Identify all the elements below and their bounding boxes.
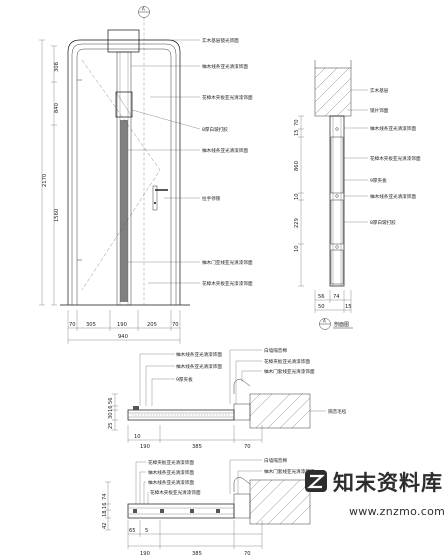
svg-text:柚木线条亚光清漆饰面: 柚木线条亚光清漆饰面 [370, 193, 416, 200]
svg-text:柚木线条亚光清漆饰面: 柚木线条亚光清漆饰面 [176, 351, 222, 358]
door-handle-plate [152, 185, 158, 211]
svg-text:5: 5 [145, 528, 148, 534]
svg-text:15: 15 [294, 129, 300, 136]
svg-text:柚木线条亚光清漆饰面: 柚木线条亚光清漆饰面 [148, 469, 194, 476]
hdim-70-left: 70 [69, 322, 76, 328]
svg-text:190: 190 [140, 444, 150, 450]
door-section-body [329, 115, 345, 287]
svg-text:花樟木夹板亚光清漆饰面: 花樟木夹板亚光清漆饰面 [370, 155, 421, 162]
svg-text:白墙隔音棉: 白墙隔音棉 [264, 457, 287, 464]
svg-text:70: 70 [244, 551, 251, 557]
door-frame-outer [67, 39, 181, 305]
section-title: 剖面图 [334, 321, 349, 328]
svg-text:8厚白玻打胶: 8厚白玻打胶 [370, 219, 396, 226]
svg-text:70: 70 [244, 444, 251, 450]
elev-callout-4: 8厚白玻打胶 [202, 126, 228, 133]
svg-text:229: 229 [294, 218, 300, 228]
dim-2170: 2170 [42, 174, 48, 187]
section-marker-label: A [142, 7, 146, 13]
hdim-70-right: 70 [172, 322, 179, 328]
svg-text:10: 10 [134, 434, 141, 440]
svg-text:实木基层: 实木基层 [370, 87, 389, 94]
wall-label: 隔音毛毡 [328, 408, 347, 415]
elev-callout-5: 柚木线条亚光清漆饰面 [202, 147, 248, 154]
svg-text:70: 70 [294, 119, 300, 126]
svg-text:柚木线条亚光清漆饰面: 柚木线条亚光清漆饰面 [176, 363, 222, 370]
wall-block-upper [249, 393, 311, 429]
dim-1560: 1560 [54, 209, 60, 222]
watermark-brand: 知末资料库 [333, 471, 443, 495]
svg-text:白墙隔音棉: 白墙隔音棉 [264, 347, 287, 354]
door-elevation: A 308 840 1560 [39, 6, 253, 344]
svg-text:18: 18 [102, 510, 108, 517]
svg-text:16: 16 [102, 502, 108, 509]
svg-text:花樟木夹板亚光清漆饰面: 花樟木夹板亚光清漆饰面 [150, 489, 201, 496]
elev-callout-1: 实木基层镜光饰面 [202, 37, 239, 44]
svg-text:385: 385 [192, 551, 202, 557]
svg-text:385: 385 [192, 444, 202, 450]
svg-text:镜片饰面: 镜片饰面 [370, 107, 389, 114]
watermark-url: www.znzmo.com [349, 505, 445, 518]
elev-callout-3: 花樟木夹板亚光清漆饰面 [202, 94, 253, 101]
svg-text:74: 74 [333, 294, 340, 300]
dim-308: 308 [54, 62, 60, 72]
svg-text:10: 10 [294, 193, 300, 200]
svg-text:25: 25 [108, 422, 114, 429]
svg-text:柚木门套线亚光清漆饰面: 柚木门套线亚光清漆饰面 [264, 468, 315, 475]
svg-text:16: 16 [108, 405, 114, 412]
svg-text:柚木门套线亚光清漆饰面: 柚木门套线亚光清漆饰面 [264, 368, 315, 375]
svg-text:花樟夹板亚光清漆饰面: 花樟夹板亚光清漆饰面 [148, 459, 194, 466]
door-vision-panel [115, 91, 133, 118]
svg-text:9厚夹板: 9厚夹板 [370, 177, 387, 184]
watermark: 知末资料库 www.znzmo.com [305, 470, 445, 518]
svg-text:柚木线条亚光清漆饰面: 柚木线条亚光清漆饰面 [370, 125, 416, 132]
svg-text:10: 10 [294, 245, 300, 252]
dim-840: 840 [54, 103, 60, 113]
svg-text:A: A [323, 319, 327, 325]
hdim-190: 190 [117, 322, 127, 328]
svg-text:56: 56 [318, 294, 325, 300]
hdim-205: 205 [147, 322, 157, 328]
svg-text:花樟夹板亚光清漆饰面: 花樟夹板亚光清漆饰面 [264, 358, 310, 365]
svg-text:74: 74 [102, 493, 108, 500]
plan-detail-lower: 花樟夹板亚光清漆饰面 柚木线条亚光清漆饰面 柚木线条亚光清漆饰面 花樟木夹板亚光… [102, 457, 315, 557]
wall-block-lower [249, 479, 311, 525]
svg-text:柚木线条亚光清漆饰面: 柚木线条亚光清漆饰面 [148, 479, 194, 486]
top-block [107, 29, 140, 53]
svg-text:56: 56 [108, 397, 114, 404]
door-swing-line [81, 59, 161, 291]
svg-text:190: 190 [140, 551, 150, 557]
svg-text:860: 860 [294, 161, 300, 171]
teak-strip [120, 120, 128, 302]
svg-text:50: 50 [318, 304, 325, 310]
svg-text:9厚夹板: 9厚夹板 [176, 376, 193, 383]
svg-text:15: 15 [345, 304, 352, 310]
section-detail-a: A 剖面图 70 15 860 10 229 10 56 74 50 15 [294, 60, 421, 330]
elev-callout-8: 花樟木夹板亚光漆漆饰面 [202, 280, 253, 287]
svg-text:42: 42 [102, 522, 108, 529]
svg-text:30: 30 [108, 412, 114, 419]
hdim-total-940: 940 [118, 334, 128, 340]
hdim-305: 305 [86, 322, 96, 328]
svg-text:65: 65 [129, 528, 136, 534]
elev-callout-7: 柚木门亚线亚光清漆饰面 [202, 259, 253, 266]
plan-detail-upper: 柚木线条亚光清漆饰面 柚木线条亚光清漆饰面 9厚夹板 白墙隔音棉 花樟夹板亚光清… [108, 347, 347, 450]
elev-callout-6: 拉手停锁 [202, 195, 221, 202]
elev-callout-2: 柚木线条亚光清漆饰面 [202, 63, 248, 70]
